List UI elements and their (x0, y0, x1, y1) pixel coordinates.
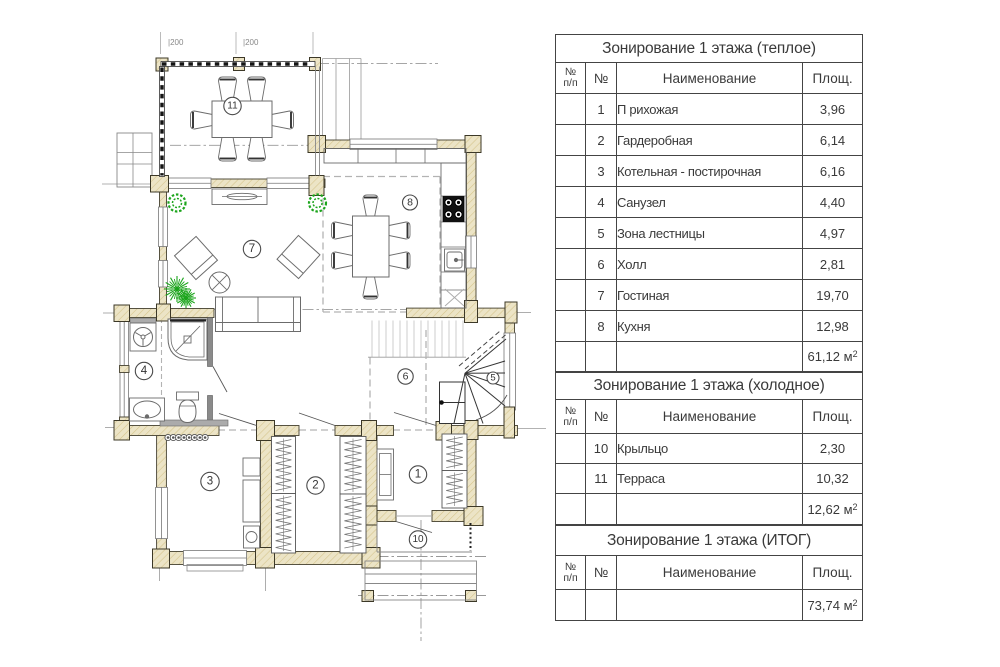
svg-text:8: 8 (407, 197, 413, 209)
svg-text:2: 2 (312, 480, 318, 492)
svg-text:5: 5 (490, 373, 495, 384)
svg-text:6: 6 (403, 371, 409, 383)
svg-text:10: 10 (412, 534, 424, 545)
svg-text:4: 4 (141, 365, 148, 377)
svg-text:|200: |200 (168, 38, 184, 47)
svg-text:7: 7 (249, 243, 255, 255)
svg-text:1: 1 (415, 469, 421, 481)
svg-text:3: 3 (207, 476, 213, 488)
svg-text:|200: |200 (243, 38, 259, 47)
svg-text:11: 11 (227, 101, 238, 112)
